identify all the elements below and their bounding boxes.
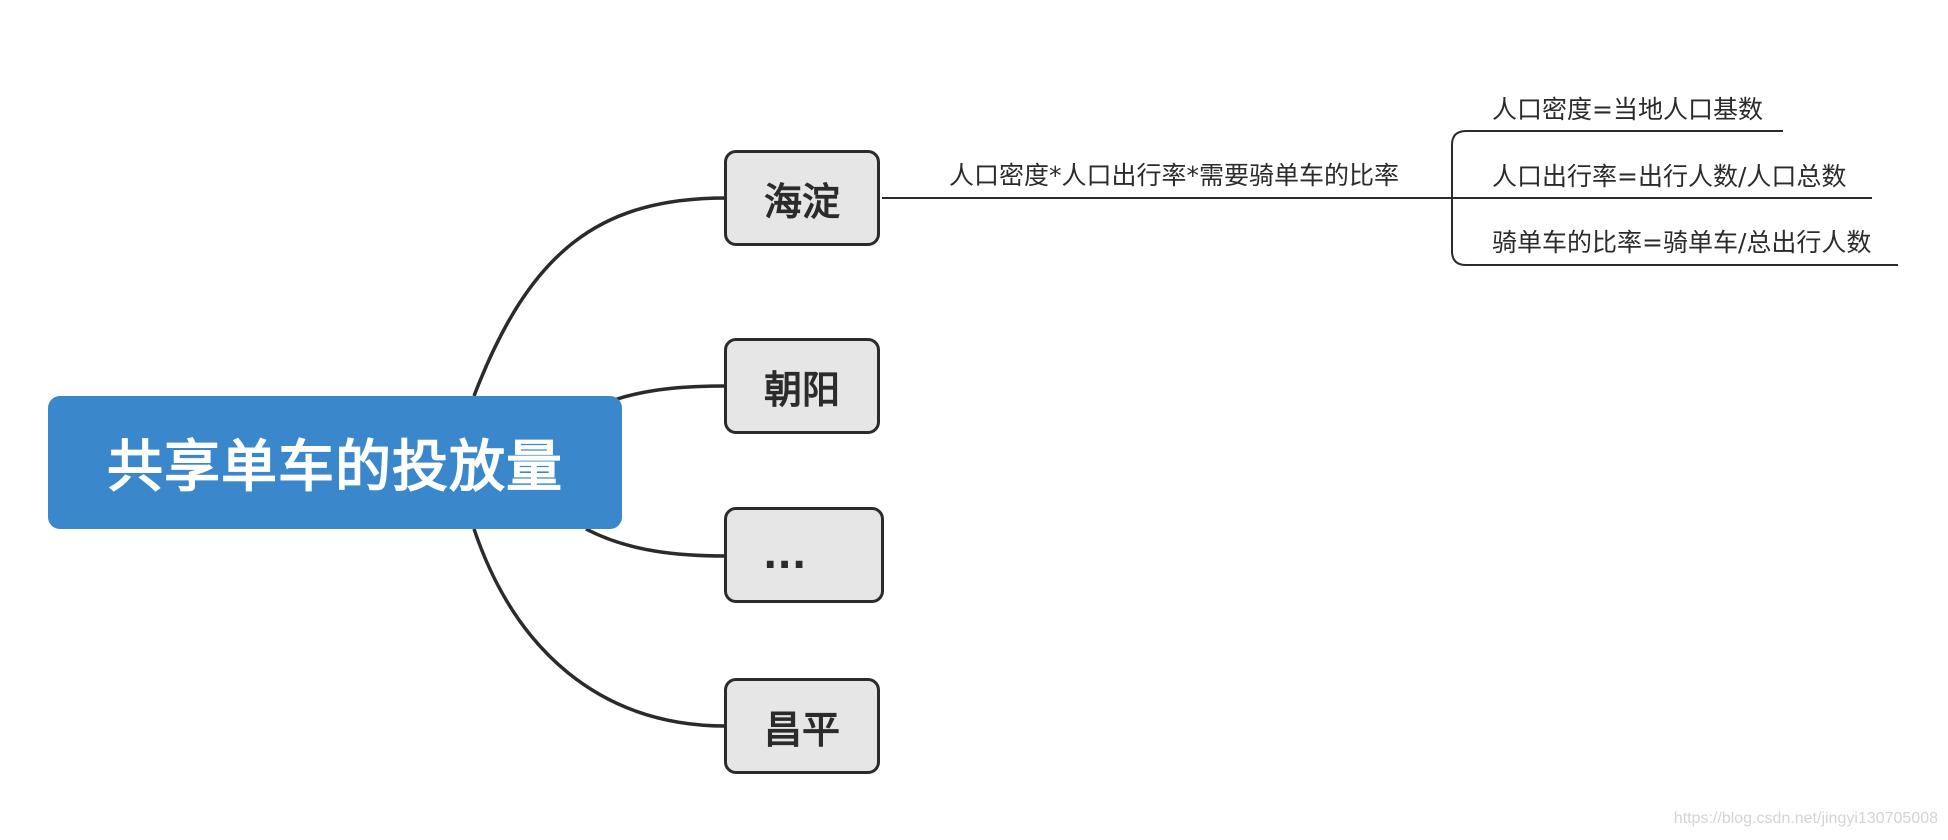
sub-formula-travel-rate[interactable]: 人口出行率=出行人数/人口总数	[1492, 162, 1847, 191]
sub-formula-bike-ratio[interactable]: 骑单车的比率=骑单车/总出行人数	[1492, 228, 1872, 257]
root-topic[interactable]: 共享单车的投放量	[48, 396, 622, 529]
root-topic-label: 共享单车的投放量	[107, 435, 563, 500]
connector-root-chaoyang	[613, 384, 727, 402]
connector-root-dots	[585, 527, 727, 558]
connector-root-haidian	[472, 196, 727, 397]
branch-node-more[interactable]: ...	[724, 507, 884, 603]
branch-label-chaoyang: 朝阳	[763, 367, 840, 412]
connector-root-changping	[472, 528, 727, 728]
watermark: https://blog.csdn.net/jingyi130705008	[1673, 810, 1938, 827]
branch-label-haidian: 海淀	[763, 179, 840, 224]
branch-node-changping[interactable]: 昌平	[724, 678, 880, 774]
branch-label-changping: 昌平	[763, 707, 840, 752]
branch-node-chaoyang[interactable]: 朝阳	[724, 338, 880, 434]
sub-formula-population-density[interactable]: 人口密度=当地人口基数	[1492, 95, 1763, 124]
branch-label-more: ...	[763, 533, 807, 577]
formula-topic[interactable]: 人口密度*人口出行率*需要骑单车的比率	[949, 161, 1400, 190]
branch-node-haidian[interactable]: 海淀	[724, 150, 880, 246]
